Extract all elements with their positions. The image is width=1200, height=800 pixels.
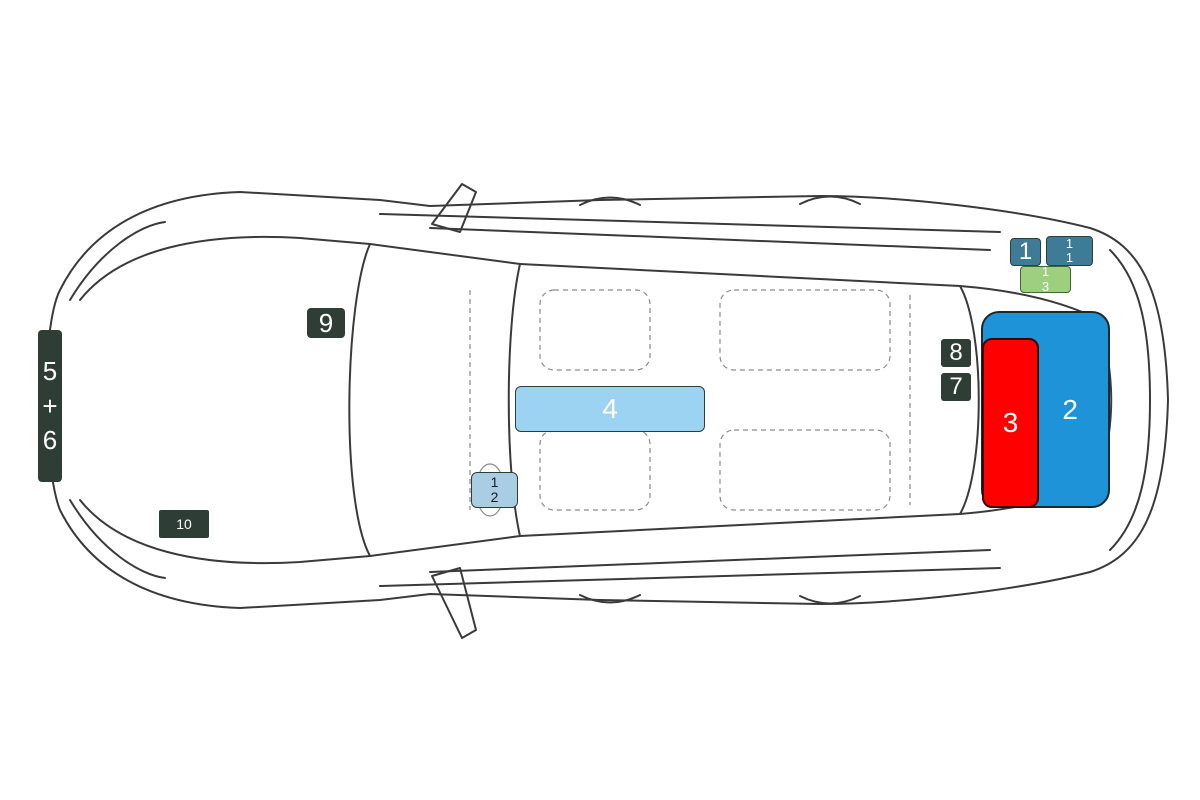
marker-11-line-2: 1 bbox=[1065, 250, 1074, 265]
right-mirror bbox=[431, 567, 477, 639]
left-mirror bbox=[431, 183, 477, 233]
marker-8: 8 bbox=[941, 339, 971, 367]
marker-6-label: 6 bbox=[42, 425, 58, 456]
marker-13-line-1: 1 bbox=[1041, 264, 1050, 280]
marker-12: 1 2 bbox=[471, 472, 518, 508]
marker-11: 1 1 bbox=[1046, 236, 1093, 266]
marker-12-line-1: 1 bbox=[490, 473, 499, 490]
rear-seat-left bbox=[719, 289, 891, 371]
front-seat-left bbox=[539, 289, 651, 371]
marker-9: 9 bbox=[307, 308, 345, 338]
marker-5-plus-6: 5 + 6 bbox=[38, 330, 62, 482]
marker-10: 10 bbox=[159, 510, 209, 538]
cabin-outline bbox=[519, 263, 980, 537]
marker-3: 3 bbox=[982, 338, 1039, 508]
marker-13: 1 3 bbox=[1020, 264, 1071, 294]
marker-1: 1 bbox=[1010, 238, 1041, 266]
marker-7: 7 bbox=[941, 373, 971, 401]
rear-seat-right bbox=[719, 429, 891, 511]
marker-4: 4 bbox=[515, 386, 705, 432]
marker-11-line-1: 1 bbox=[1065, 235, 1074, 251]
car-body-outline bbox=[45, 191, 1169, 609]
windshield bbox=[348, 243, 521, 557]
marker-13-line-2: 3 bbox=[1041, 278, 1050, 294]
marker-plus-label: + bbox=[42, 390, 58, 421]
marker-5-label: 5 bbox=[42, 356, 58, 387]
marker-12-line-2: 2 bbox=[490, 489, 499, 505]
front-seat-right bbox=[539, 429, 651, 511]
